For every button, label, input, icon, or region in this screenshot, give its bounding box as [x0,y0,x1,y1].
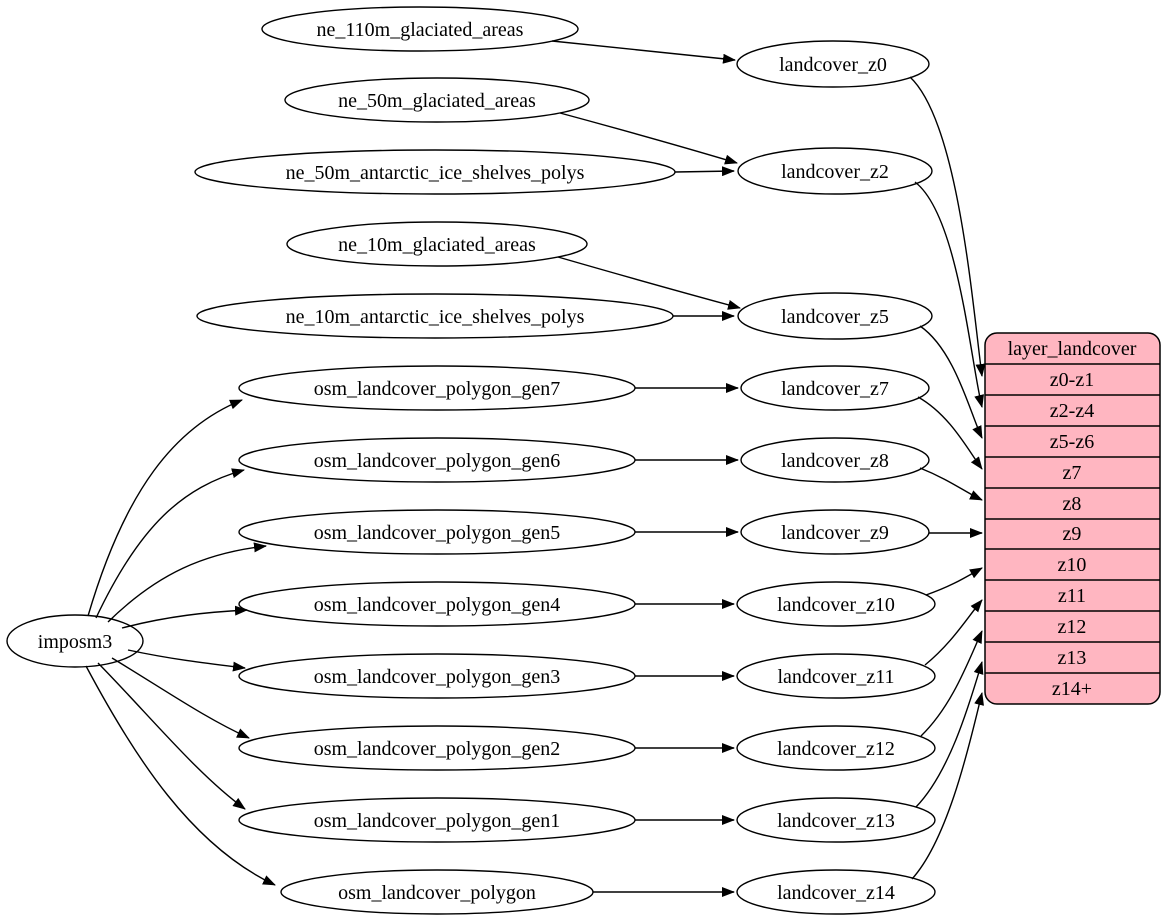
node-label: landcover_z14 [777,882,895,904]
record-row-z7: z7 [1063,462,1082,484]
edge-landcover-z14-to-row-z14plus [911,692,984,880]
node-label: osm_landcover_polygon_gen6 [314,450,561,472]
edge-landcover-z8-to-row-z8 [919,467,983,501]
node-landcover-z7: landcover_z7 [740,365,930,411]
node-label: osm_landcover_polygon [338,882,536,904]
node-label: osm_landcover_polygon_gen2 [314,738,561,760]
node-landcover-z0: landcover_z0 [736,40,930,88]
record-row-z12: z12 [1058,616,1087,638]
node-osm-landcover-polygon-gen4: osm_landcover_polygon_gen4 [238,581,636,627]
edge-ne110m-to-landcover-z0 [551,40,736,64]
node-label: landcover_z12 [777,738,895,760]
edge-imposm3-to-gen1 [97,662,246,810]
node-label: osm_landcover_polygon_gen4 [314,594,561,616]
node-landcover-z12: landcover_z12 [736,725,936,771]
node-label: landcover_z7 [781,378,889,400]
node-label: landcover_z0 [779,54,887,76]
node-label: landcover_z8 [781,450,889,472]
node-label: osm_landcover_polygon_gen7 [314,378,561,400]
edge-imposm3-to-gen6 [95,468,245,619]
edge-ne50m-ant-to-landcover-z2 [674,166,735,177]
node-osm-landcover-polygon: osm_landcover_polygon [280,869,594,915]
node-layer-landcover: layer_landcover z0-z1 z2-z4 z5-z6 z7 z8 … [984,332,1161,705]
edge-imposm3-to-gen5 [107,542,267,623]
edge-ne50m-glac-to-landcover-z2 [559,112,738,165]
record-title: layer_landcover [1008,338,1137,360]
edge-landcover-z0-to-row-z0-z1 [909,76,986,377]
record-row-z9: z9 [1063,523,1082,545]
edge-imposm3-to-gen7 [87,399,243,617]
node-landcover-z14: landcover_z14 [736,869,936,915]
edge-landcover-z13-to-row-z13 [915,661,984,808]
node-osm-landcover-polygon-gen5: osm_landcover_polygon_gen5 [238,509,636,555]
node-landcover-z11: landcover_z11 [736,653,936,699]
edge-imposm3-to-gen2 [111,657,250,739]
node-label: landcover_z13 [777,810,895,832]
node-label: landcover_z9 [781,522,889,544]
node-label: osm_landcover_polygon_gen5 [314,522,561,544]
record-row-z5-z6: z5-z6 [1050,431,1094,453]
node-ne-50m-antarctic-ice-shelves-polys: ne_50m_antarctic_ice_shelves_polys [194,149,676,195]
node-label: ne_10m_glaciated_areas [338,234,536,256]
node-label: landcover_z2 [781,161,889,183]
node-label: imposm3 [38,631,112,653]
node-label: landcover_z10 [777,594,895,616]
node-landcover-z9: landcover_z9 [740,509,930,555]
node-landcover-z10: landcover_z10 [736,581,936,627]
node-ne-10m-glaciated-areas: ne_10m_glaciated_areas [286,221,588,267]
node-label: osm_landcover_polygon_gen1 [314,810,561,832]
node-label: ne_50m_antarctic_ice_shelves_polys [286,162,585,184]
node-landcover-z13: landcover_z13 [736,797,936,843]
node-osm-landcover-polygon-gen3: osm_landcover_polygon_gen3 [238,653,636,699]
edge-landcover-z12-to-row-z12 [920,630,983,737]
record-row-z13: z13 [1058,647,1087,669]
edge-imposm3-to-gen3 [127,649,246,672]
node-label: landcover_z5 [781,306,889,328]
node-osm-landcover-polygon-gen7: osm_landcover_polygon_gen7 [238,365,636,411]
node-landcover-z2: landcover_z2 [737,147,933,195]
node-osm-landcover-polygon-gen1: osm_landcover_polygon_gen1 [238,797,636,843]
node-osm-landcover-polygon-gen2: osm_landcover_polygon_gen2 [238,725,636,771]
record-row-z2-z4: z2-z4 [1050,400,1094,422]
node-landcover-z8: landcover_z8 [740,437,930,483]
edge-imposm3-to-gen4 [121,605,248,629]
node-label: ne_50m_glaciated_areas [338,90,536,112]
node-ne-50m-glaciated-areas: ne_50m_glaciated_areas [284,77,590,123]
record-row-z0-z1: z0-z1 [1050,369,1094,391]
edge-imposm3-to-osm-landcover-polygon [85,665,276,886]
record-row-z10: z10 [1058,554,1087,576]
edge-landcover-z10-to-row-z10 [925,567,983,596]
record-row-z8: z8 [1063,493,1082,515]
edge-landcover-z11-to-row-z11 [924,599,983,666]
edge-ne10m-glac-to-landcover-z5 [557,256,741,310]
node-label: ne_10m_antarctic_ice_shelves_polys [286,306,585,328]
record-row-z11: z11 [1058,585,1086,607]
node-label: osm_landcover_polygon_gen3 [314,666,561,688]
node-ne-10m-antarctic-ice-shelves-polys: ne_10m_antarctic_ice_shelves_polys [196,293,674,339]
record-row-z14plus: z14+ [1052,678,1092,700]
edge-landcover-z7-to-row-z7 [917,396,983,470]
edge-landcover-z2-to-row-z2-z4 [914,181,985,408]
node-imposm3: imposm3 [6,614,144,668]
node-label: ne_110m_glaciated_areas [317,19,524,41]
edge-landcover-z5-to-row-z5-z6 [919,325,983,439]
node-label: landcover_z11 [778,666,895,688]
node-ne-110m-glaciated-areas: ne_110m_glaciated_areas [261,6,579,52]
node-osm-landcover-polygon-gen6: osm_landcover_polygon_gen6 [238,437,636,483]
node-landcover-z5: landcover_z5 [737,292,933,340]
